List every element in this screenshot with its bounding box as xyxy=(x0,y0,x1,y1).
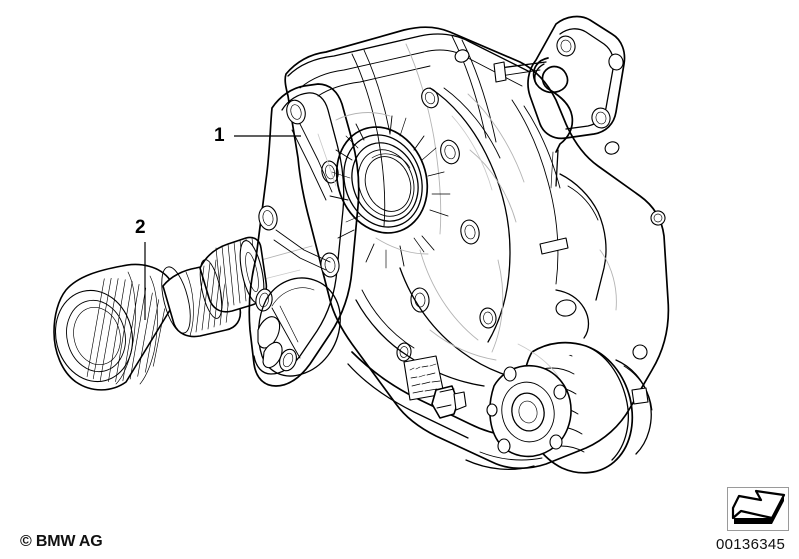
view-direction-arrow-icon xyxy=(727,487,789,531)
output-shaft-assembly xyxy=(53,236,313,391)
output-flange xyxy=(486,341,653,474)
mounting-bracket xyxy=(527,15,626,140)
diagram-number: 00136345 xyxy=(716,536,786,553)
callout-number-2[interactable]: 2 xyxy=(135,217,146,238)
bearing-bore xyxy=(335,126,429,234)
drain-plug xyxy=(431,385,467,419)
transfer-case-housing xyxy=(248,15,670,474)
callout-number-1[interactable]: 1 xyxy=(214,125,225,146)
breather-clip xyxy=(532,57,574,189)
callout-leaders xyxy=(144,135,301,320)
copyright-notice: © BMW AG xyxy=(20,533,103,550)
